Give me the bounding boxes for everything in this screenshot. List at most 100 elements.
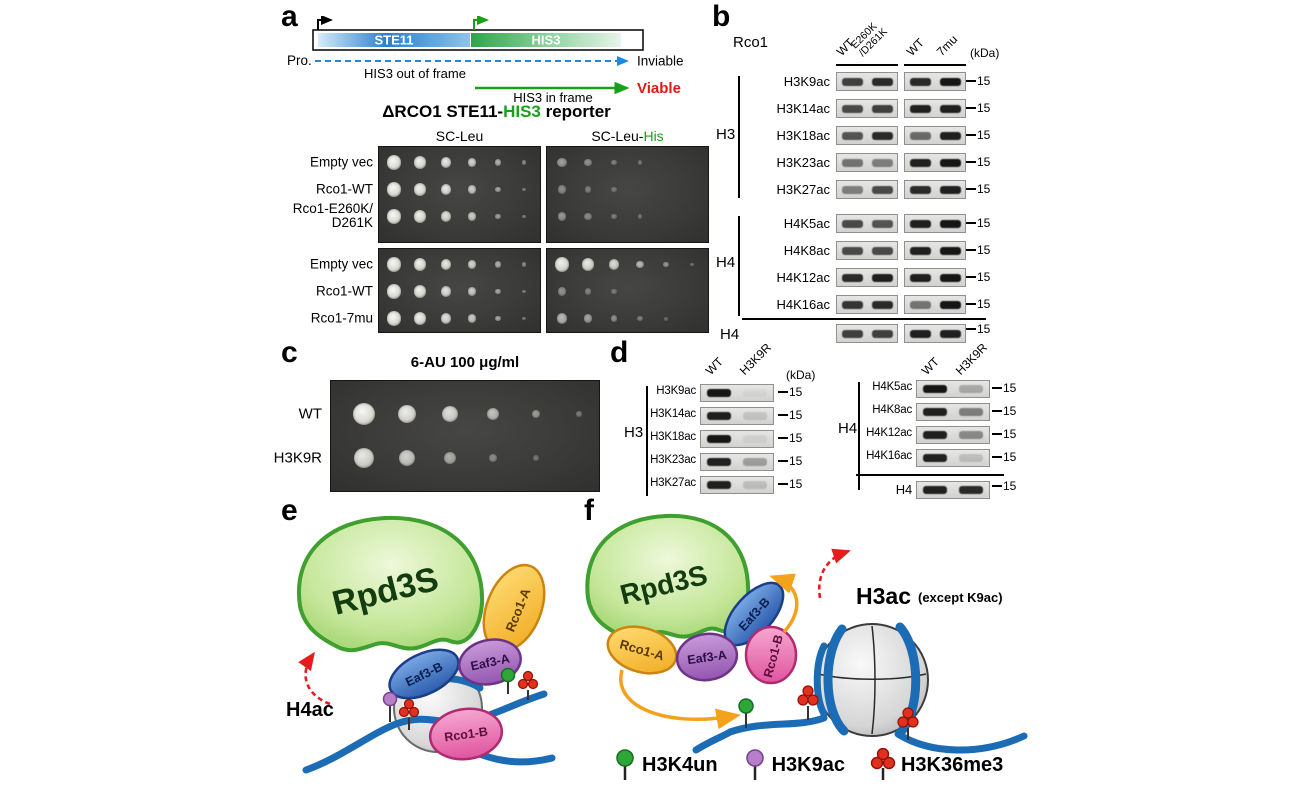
loading-control-label: H4 (895, 482, 912, 497)
blot-strip-pair1 (836, 153, 898, 172)
plate-scleuhis-group2 (546, 248, 709, 333)
plate-header-scleu: SC-Leu (435, 128, 484, 144)
assay-row: Rco1-E260K/ D261K (283, 201, 710, 230)
h4-group-label: H4 (716, 254, 736, 271)
protein-band (707, 481, 731, 489)
model-panel-e: Rpd3S Rco1-A Eaf3-B Eaf3-A Rco1-B (286, 515, 556, 774)
colony-spot (611, 159, 617, 166)
blot-row: H4K5ac 15 (610, 378, 1040, 401)
blot-row: H3K14ac 15 (610, 405, 820, 428)
protein-band (959, 408, 983, 416)
assay-row-label-line1: Rco1-WT (316, 283, 373, 299)
mw-marker: 15 (778, 454, 802, 468)
rpd3s-body (296, 515, 485, 653)
colony-spot (488, 453, 498, 463)
protein-band (939, 131, 961, 140)
assay-row: H3K9R (258, 436, 602, 480)
rco1b-reach-arrow-icon (769, 573, 799, 634)
colony-spot (557, 157, 567, 168)
colony-spot (413, 183, 427, 196)
colony-spot (584, 158, 592, 167)
legend-item-h3k4un: H3K4un (612, 748, 718, 782)
blot-strip (700, 453, 774, 471)
h3ac-note: (except K9ac) (918, 590, 1003, 605)
protein-band (939, 300, 961, 309)
colony-spot (557, 212, 567, 221)
h4-blot-rows: H4K5ac 15 H4K8ac 15 H4K12ac 15 H (610, 378, 1040, 470)
h4-group-label: H4 (838, 420, 858, 437)
colony-spot (495, 315, 501, 322)
eaf3a-subunit: Eaf3-A (458, 638, 522, 686)
colony-spot (440, 286, 452, 297)
spot-strip-scleuhis (548, 177, 707, 202)
mw-marker: 15 (778, 477, 802, 491)
colony-spot (494, 261, 502, 268)
protein-band (923, 454, 947, 462)
blot-row-label: H3K18ac (650, 431, 696, 443)
protein-band (743, 458, 767, 466)
blot-row: H4K12ac 15 (712, 266, 1012, 293)
blot-strip (700, 384, 774, 402)
blot-strip (700, 430, 774, 448)
blot-strip-pair1 (836, 324, 898, 343)
rco1b-subunit (744, 625, 798, 685)
panel-d: d WT H3K9R (kDa) H3 H3K9ac 15 H3K14ac 15 (610, 338, 1040, 510)
col-header-e260k-d261k: E260K /D261K (848, 20, 890, 59)
blot-row-label: H3K14ac (776, 101, 830, 116)
blot-strip-pair2 (904, 126, 966, 145)
assay-row: Empty vec (283, 150, 710, 175)
protein-band (841, 104, 863, 113)
assay-row-label: Rco1-WT (283, 181, 373, 197)
h3k9ac-mark (382, 691, 398, 722)
blot-strip-pair2 (904, 295, 966, 314)
blot-row: H3K18ac 15 (712, 124, 1012, 151)
colony-spot (637, 214, 643, 219)
assay-row: Rco1-WT (283, 177, 710, 202)
colony-spot (611, 288, 617, 295)
protein-band (707, 458, 731, 466)
rco1a-reach-arrow-icon (619, 669, 741, 730)
kda-label: (kDa) (786, 368, 816, 382)
legend-label-h3k9ac: H3K9ac (771, 753, 845, 776)
h4-loading-row: H4 15 (712, 322, 1012, 349)
protein-band (871, 300, 893, 309)
blot-row: H4K5ac 15 (712, 212, 1012, 239)
blot-row: H4 15 (610, 479, 1040, 502)
blot-strip-pair1 (836, 214, 898, 233)
promoter-arrow-icon (317, 16, 333, 30)
protein-band (871, 246, 893, 255)
blot-row-label: H3K27ac (650, 477, 696, 489)
panel-a-assays: Empty vec Rco1-WT (283, 146, 710, 336)
h3k4un-mark (500, 667, 516, 694)
colony-spot (386, 284, 402, 299)
rco1-row-label: Rco1 (733, 34, 769, 51)
protein-band (909, 131, 931, 140)
mw-marker: 15 (966, 128, 990, 142)
colony-spot (663, 261, 669, 268)
protein-band (909, 185, 931, 194)
colony-spot (521, 160, 527, 165)
dna-wrap-left (823, 624, 849, 736)
protein-band (939, 246, 961, 255)
colony-spot (494, 159, 502, 166)
blot-row-label: H3K23ac (650, 454, 696, 466)
colony-spot (398, 449, 416, 467)
protein-band (909, 219, 931, 228)
panel-a-letter: a (281, 0, 298, 33)
dna-wrap-inner (813, 642, 828, 718)
protein-band (939, 158, 961, 167)
blot-row-label: H4K8ac (872, 404, 912, 416)
colony-spot (608, 259, 620, 270)
blot-row-label: H4K16ac (866, 450, 912, 462)
h3k36me3-mark (398, 698, 420, 730)
col-header-h3k9r-left: H3K9R (736, 340, 775, 378)
protein-band (841, 77, 863, 86)
eaf3a-subunit: Eaf3-A (675, 632, 739, 682)
h3ac-label: H3ac (856, 583, 911, 609)
blot-row: H3K27ac 15 (610, 474, 820, 497)
blot-strip-pair2 (904, 153, 966, 172)
plate-header-scleuhis: SC-Leu-His (546, 128, 709, 144)
plate-scleuhis-group1 (546, 146, 709, 243)
assay-row-label-line1: Empty vec (309, 256, 373, 272)
deacetylation-arrow-icon (817, 548, 851, 599)
